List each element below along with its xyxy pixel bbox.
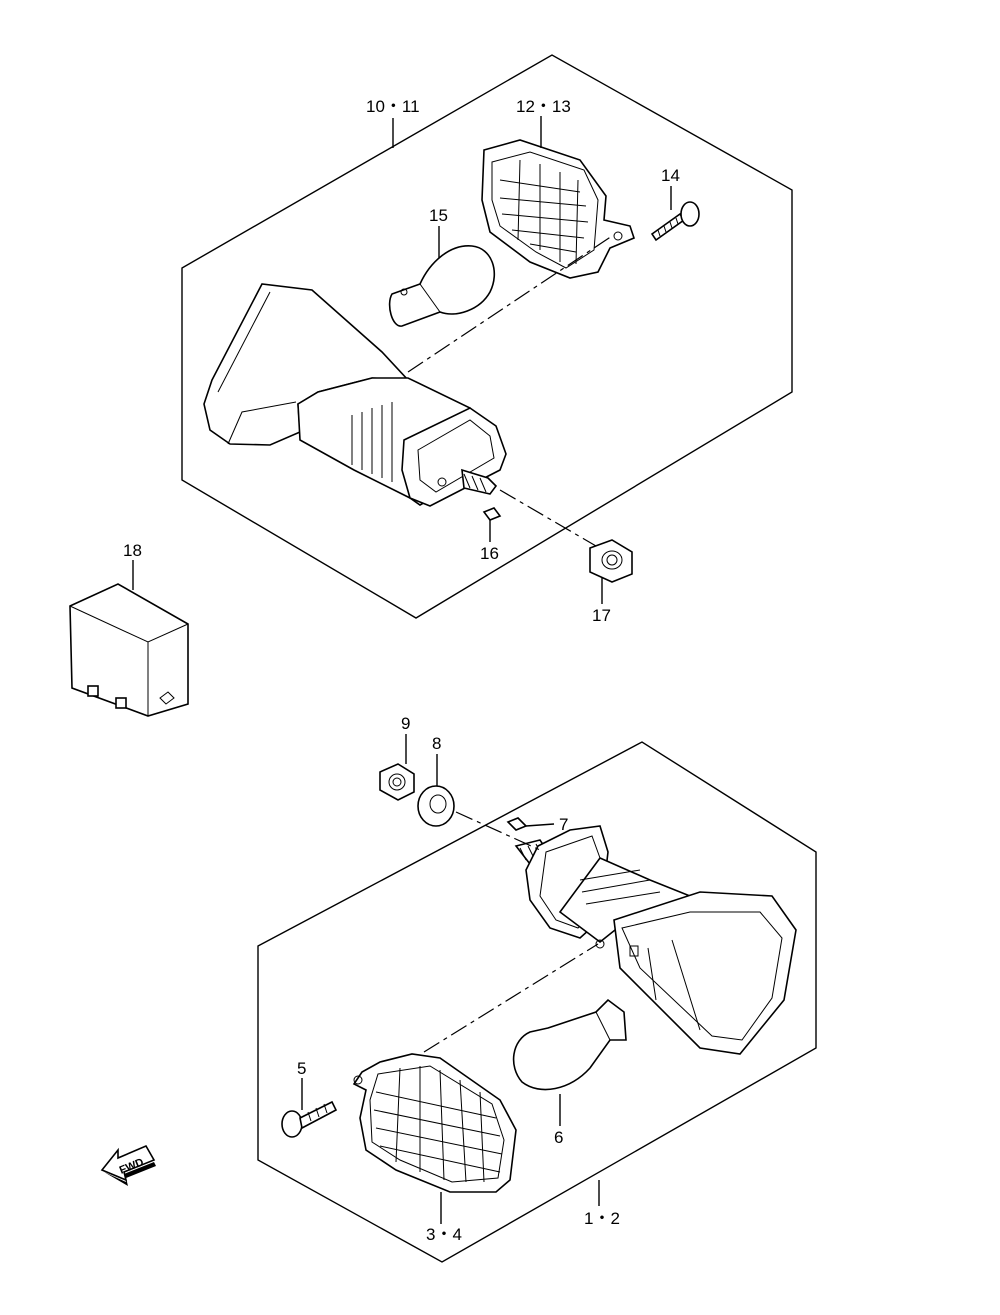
lower-housing	[514, 825, 797, 1055]
relay-terminal-2	[115, 697, 127, 709]
upper-nut	[589, 539, 633, 583]
label-10-11: 10・11	[366, 97, 420, 116]
upper-bulb	[388, 245, 496, 327]
lower-axis-line-1	[455, 811, 541, 851]
upper-axis-line-2	[499, 489, 597, 547]
label-1-2: 1・2	[584, 1209, 620, 1228]
label-17: 17	[592, 606, 611, 625]
upper-assembly-frame	[181, 54, 793, 619]
lower-assembly-frame	[257, 741, 817, 1263]
label-6: 6	[554, 1128, 563, 1147]
lower-turn-signal-assembly: 9 8 7 5 6 3・4 1・2	[257, 714, 817, 1263]
upper-packing	[482, 507, 502, 521]
label-18: 18	[123, 541, 142, 560]
lower-nut	[379, 763, 415, 801]
upper-lens	[481, 139, 635, 279]
lower-axis-line-2	[423, 943, 599, 1053]
label-16: 16	[480, 544, 499, 563]
label-12-13: 12・13	[516, 97, 571, 116]
turn-signal-relay: 18	[69, 541, 189, 717]
label-8: 8	[432, 734, 441, 753]
upper-axis-line-1	[407, 235, 613, 373]
upper-housing	[203, 283, 507, 507]
lower-washer	[417, 785, 455, 827]
label-7: 7	[559, 815, 568, 834]
label-14: 14	[661, 166, 680, 185]
fwd-arrow-icon: FWD	[100, 1144, 156, 1186]
upper-turn-signal-assembly: 10・11 12・13 14 15 16 17	[181, 54, 793, 625]
lower-housing-tab	[629, 945, 639, 957]
leader-7	[525, 823, 555, 827]
label-5: 5	[297, 1059, 306, 1078]
lower-packing	[506, 817, 528, 831]
relay-terminal-1	[87, 685, 99, 697]
upper-screw	[650, 201, 700, 242]
label-9: 9	[401, 714, 410, 733]
lower-bulb	[512, 998, 627, 1091]
lower-screw	[281, 1100, 338, 1138]
label-15: 15	[429, 206, 448, 225]
lower-lens	[352, 1053, 517, 1193]
label-3-4: 3・4	[426, 1225, 462, 1244]
